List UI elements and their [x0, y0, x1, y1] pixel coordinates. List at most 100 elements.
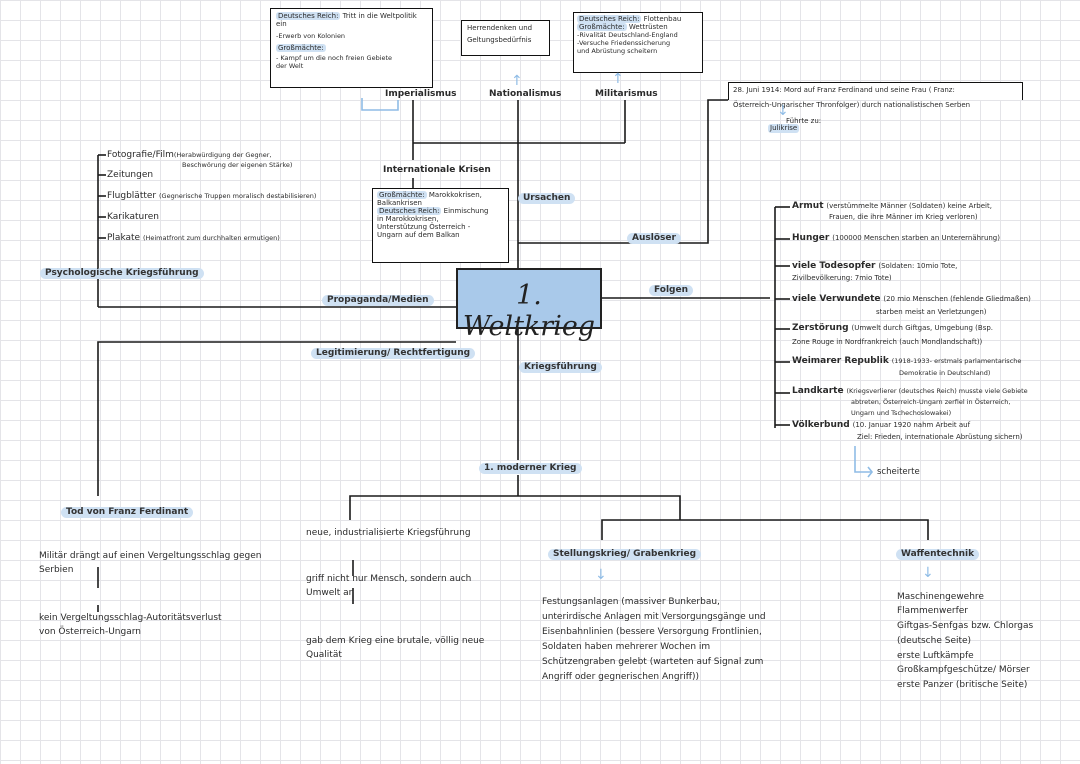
text: Geltungsbedürfnis — [467, 36, 532, 44]
text: Führte zu: — [786, 117, 822, 125]
consequence-detail: Frauen, die ihre Männer im Krieg verlore… — [829, 213, 978, 221]
text: in Marokkokrisen, — [377, 215, 439, 223]
tod-franz-ferdinant: Tod von Franz Ferdinant — [61, 507, 194, 519]
text: ein — [276, 20, 287, 28]
text: und Abrüstung scheitern — [577, 47, 658, 55]
text: -Rivalität Deutschland-England — [577, 31, 678, 39]
consequence-item: Hunger (100000 Menschen starben an Unter… — [792, 233, 1000, 243]
moderner-krieg: 1. moderner Krieg — [479, 463, 582, 475]
label-grossmaechte: Großmächte: — [377, 191, 427, 199]
consequence-item: Völkerbund (10. Januar 1920 nahm Arbeit … — [792, 420, 971, 430]
nationalismus-box: Herrendenken und Geltungsbedürfnis — [461, 20, 550, 56]
consequence-item: Armut (verstümmelte Männer (Soldaten) ke… — [792, 201, 992, 211]
label-deutsches-reich: Deutsches Reich: — [577, 15, 642, 23]
text: griff nicht nur Mensch, sondern auch — [306, 574, 472, 584]
branch-folgen: Folgen — [649, 285, 694, 297]
consequence-detail: Demokratie in Deutschland) — [899, 369, 991, 377]
consequence-detail: starben meist an Verletzungen) — [876, 308, 987, 316]
label-grossmaechte: Großmächte: — [276, 44, 326, 52]
text: von Österreich-Ungarn — [39, 627, 141, 637]
text: der Welt — [276, 62, 304, 70]
label-deutsches-reich: Deutsches Reich: — [377, 207, 442, 215]
text: Flammenwerfer — [897, 606, 968, 616]
text: Schützengraben gelebt (warteten auf Sign… — [542, 657, 764, 667]
text: Tritt in die Weltpolitik — [340, 12, 417, 20]
text: - Kampf um die noch freien Gebiete — [276, 54, 393, 62]
text: Eisenbahnlinien (bessere Versorgung Fron… — [542, 627, 762, 637]
text: Militär drängt auf einen Vergeltungsschl… — [39, 551, 262, 561]
text: (deutsche Seite) — [897, 636, 972, 646]
text: Umwelt an — [306, 588, 355, 598]
text: unterirdische Anlagen mit Versorgungsgän… — [542, 612, 766, 622]
consequence-item: Zerstörung (Umwelt durch Giftgas, Umgebu… — [792, 323, 994, 333]
consequence-detail: abtreten, Österreich-Ungarn zerfiel in Ö… — [851, 398, 1011, 406]
consequence-detail: Zivilbevölkerung: 7mio Tote) — [792, 274, 892, 282]
consequence-detail: Ziel: Frieden, internationale Abrüstung … — [857, 433, 1023, 441]
propaganda-item: Plakate (Heimatfront zum durchhalten erm… — [107, 233, 280, 243]
cause-militarismus: Militarismus — [595, 89, 658, 99]
consequence-item: viele Verwundete (20 mio Menschen (fehle… — [792, 294, 1031, 304]
branch-propaganda: Propaganda/Medien — [322, 295, 434, 307]
text: Großkampfgeschütze/ Mörser — [897, 665, 1030, 675]
label-grossmaechte: Großmächte: — [577, 23, 627, 31]
arrow-down-icon: ↓ — [922, 565, 934, 581]
propaganda-item: Zeitungen — [107, 170, 154, 180]
branch-ausloeser: Auslöser — [627, 233, 681, 245]
text: Österreich-Ungarischer Thronfolger) durc… — [733, 101, 971, 109]
voelkerbund-result: scheiterte — [877, 467, 920, 477]
text: neue, industrialisierte Kriegsführung — [306, 528, 471, 538]
text: erste Panzer (britische Seite) — [897, 680, 1028, 690]
branch-kriegsfuehrung: Kriegsführung — [519, 362, 602, 374]
text: -Versuche Friedenssicherung — [577, 39, 671, 47]
text: Angriff oder gegnerischen Angriff)) — [542, 672, 699, 682]
stellungskrieg-title: Stellungskrieg/ Grabenkrieg — [548, 549, 702, 561]
text: erste Luftkämpfe — [897, 651, 974, 661]
text: Festungsanlagen (massiver Bunkerbau, — [542, 597, 720, 607]
cause-imperialismus: Imperialismus — [385, 89, 457, 99]
text: Giftgas-Senfgas bzw. Chlorgas — [897, 621, 1034, 631]
text: Flottenbau — [641, 15, 682, 23]
consequence-detail: Ungarn und Tschechoslowakei) — [851, 409, 952, 417]
text: -Erwerb von Kolonien — [276, 32, 346, 40]
arrow-up-icon: ↑ — [612, 71, 624, 87]
consequence-item: Weimarer Republik (1918-1933- erstmals p… — [792, 356, 1022, 366]
text: Einmischung — [441, 207, 489, 215]
militarismus-box: Deutsches Reich: Flottenbau Großmächte: … — [573, 12, 703, 73]
krisen-box: Großmächte: Marokkokrisen, Balkankrisen … — [372, 188, 509, 263]
consequence-item: viele Todesopfer (Soldaten: 10mio Tote, — [792, 261, 958, 271]
propaganda-item: Fotografie/Film(Herabwürdigung der Gegne… — [107, 150, 272, 160]
text: gab dem Krieg eine brutale, völlig neue — [306, 636, 485, 646]
branch-ursachen: Ursachen — [518, 193, 576, 205]
arrow-up-icon: ↑ — [511, 73, 523, 89]
consequence-item: Landkarte (Kriegsverlierer (deutsches Re… — [792, 386, 1028, 396]
text: Serbien — [39, 565, 74, 575]
text: kein Vergeltungsschlag-Autoritätsverlust — [39, 613, 222, 623]
arrow-down-icon: ↓ — [777, 103, 789, 119]
text: Qualität — [306, 650, 342, 660]
julikrise-label: Julikrise — [768, 124, 800, 133]
text: Soldaten haben mehrerer Wochen im — [542, 642, 711, 652]
text: Marokkokrisen, — [426, 191, 482, 199]
waffentechnik-title: Waffentechnik — [896, 549, 980, 561]
label-deutsches-reich: Deutsches Reich: — [276, 12, 341, 20]
arrow-down-icon: ↓ — [595, 567, 607, 583]
cause-nationalismus: Nationalismus — [489, 89, 562, 99]
text: Unterstützung Österreich - — [377, 223, 471, 231]
imperialismus-box: Deutsches Reich: Tritt in die Weltpoliti… — [270, 8, 433, 88]
branch-legitimierung: Legitimierung/ Rechtfertigung — [311, 348, 476, 360]
central-topic: 1. Weltkrieg — [456, 268, 602, 342]
text: Herrendenken und — [467, 24, 533, 32]
text: Wettrüsten — [626, 23, 668, 31]
cause-internationale-krisen: Internationale Krisen — [383, 165, 491, 175]
psychologische-kriegsfuehrung: Psychologische Kriegsführung — [40, 268, 204, 280]
text: Ungarn auf dem Balkan — [377, 231, 460, 239]
propaganda-item: Flugblätter (Gegnerische Truppen moralis… — [107, 191, 317, 201]
propaganda-note: Beschwörung der eigenen Stärke) — [182, 161, 293, 169]
trigger-box: 28. Juni 1914: Mord auf Franz Ferdinand … — [728, 82, 1023, 100]
text: Balkankrisen — [377, 199, 422, 207]
consequence-detail: Zone Rouge in Nordfrankreich (auch Mondl… — [792, 338, 983, 346]
propaganda-item: Karikaturen — [107, 212, 160, 222]
text: Maschinengewehre — [897, 592, 984, 602]
text: 28. Juni 1914: Mord auf Franz Ferdinand … — [733, 86, 955, 94]
